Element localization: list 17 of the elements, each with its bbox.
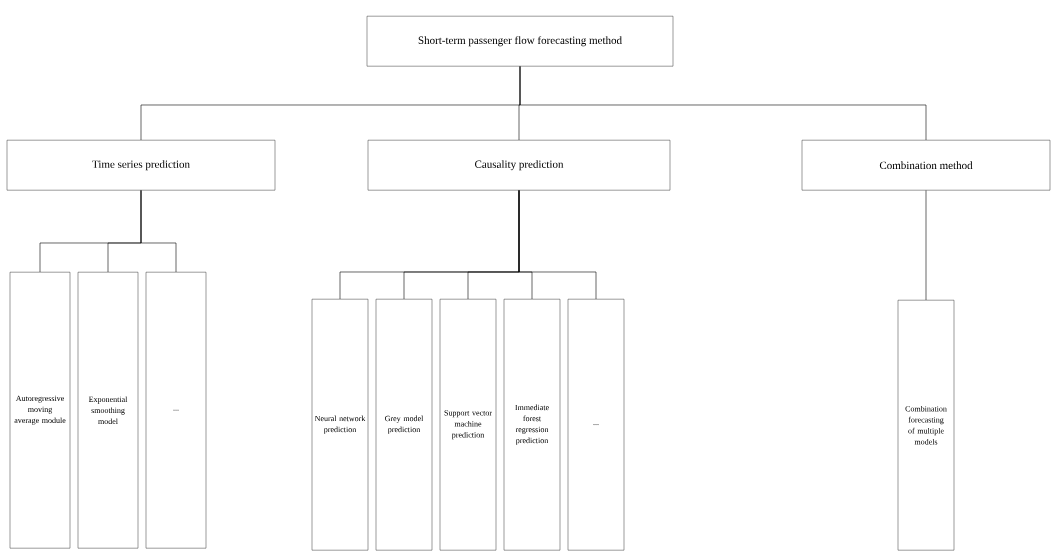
connector-line: [140, 190, 177, 273]
method-box: Autoregressive moving average module: [9, 272, 71, 549]
connector-line: [519, 66, 927, 141]
category-box: Time series prediction: [6, 140, 276, 191]
root-box: Short-term passenger flow forecasting method: [366, 16, 674, 67]
method-box: ...: [145, 272, 207, 549]
method-box: ...: [567, 299, 625, 551]
method-box: Exponential smoothing model: [77, 272, 139, 549]
category-box: Combination method: [801, 140, 1051, 191]
method-box: Neural network prediction: [311, 299, 369, 551]
method-box: Support vector machine prediction: [439, 299, 497, 551]
connector-line: [518, 190, 597, 300]
method-box: Grey model prediction: [375, 299, 433, 551]
method-box: Immediate forest regression prediction: [503, 299, 561, 551]
connector-line: [925, 190, 927, 301]
category-box: Causality prediction: [367, 140, 671, 191]
method-box: Combination forecasting of multiple models: [897, 300, 955, 551]
